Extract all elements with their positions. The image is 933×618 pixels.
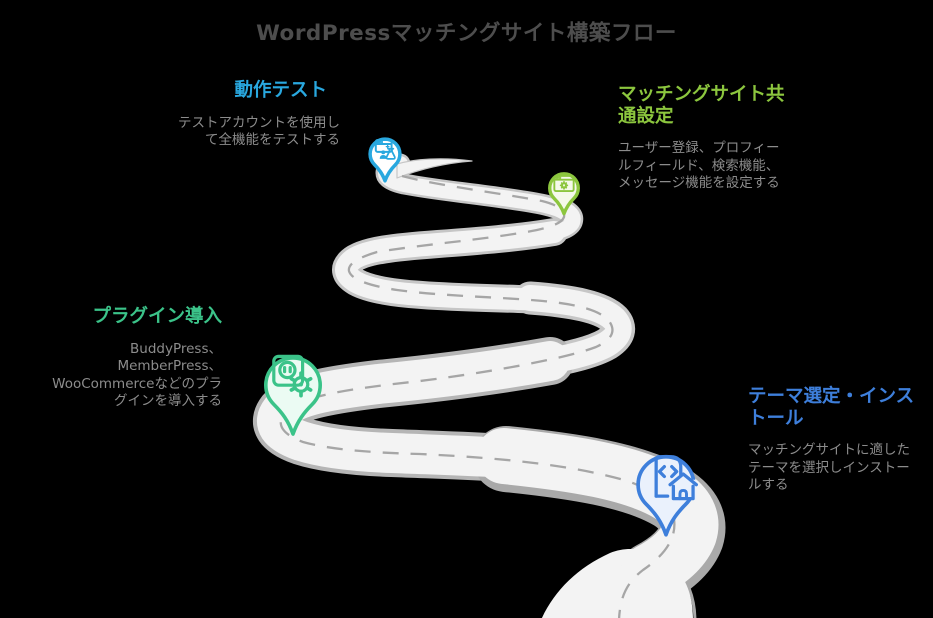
pin-common-settings <box>548 172 580 216</box>
pin-theme-select <box>636 454 698 537</box>
step-theme-select-install: テーマ選定・インス トール マッチングサイトに適した テーマを選択しインストー … <box>748 386 933 495</box>
step-test-description: テストアカウントを使用し て全機能をテストする <box>178 114 340 149</box>
road-center-dash <box>279 174 676 618</box>
step-settings-description: ユーザー登録、プロフィー ルフィールド、検索機能、 メッセージ機能を設定する <box>618 140 780 191</box>
plug-gear-icon <box>272 354 313 398</box>
step-theme-description: マッチングサイトに適した テーマを選択しインストー ルする <box>748 442 910 493</box>
step-plugin-install: プラグイン導入 BuddyPress、 MemberPress、 WooComm… <box>26 306 222 411</box>
pin-operation-test <box>368 137 402 183</box>
step-theme-label: テーマ選定・インス トール <box>748 386 915 429</box>
pin-shape <box>368 137 402 183</box>
step-plugin-description: BuddyPress、 MemberPress、 WooCommerceなどのプ… <box>52 340 222 410</box>
step-settings-label: マッチングサイト共 通設定 <box>618 84 785 127</box>
step-plugin-label: プラグイン導入 <box>92 306 222 327</box>
road-end-taper <box>396 158 473 179</box>
pin-plugin-install <box>264 354 322 436</box>
step-operation-test: 動作テスト テストアカウントを使用し て全機能をテストする <box>140 80 340 150</box>
code-file-home-icon <box>654 455 698 501</box>
page-title: WordPressマッチングサイト構築フロー <box>256 21 677 46</box>
browser-flask-icon <box>374 139 396 160</box>
step-common-settings: マッチングサイト共 通設定 ユーザー登録、プロフィー ルフィールド、検索機能、 … <box>618 84 818 193</box>
browser-gear-icon <box>553 174 575 192</box>
pin-shape <box>548 172 580 216</box>
step-test-label: 動作テスト <box>234 80 327 101</box>
